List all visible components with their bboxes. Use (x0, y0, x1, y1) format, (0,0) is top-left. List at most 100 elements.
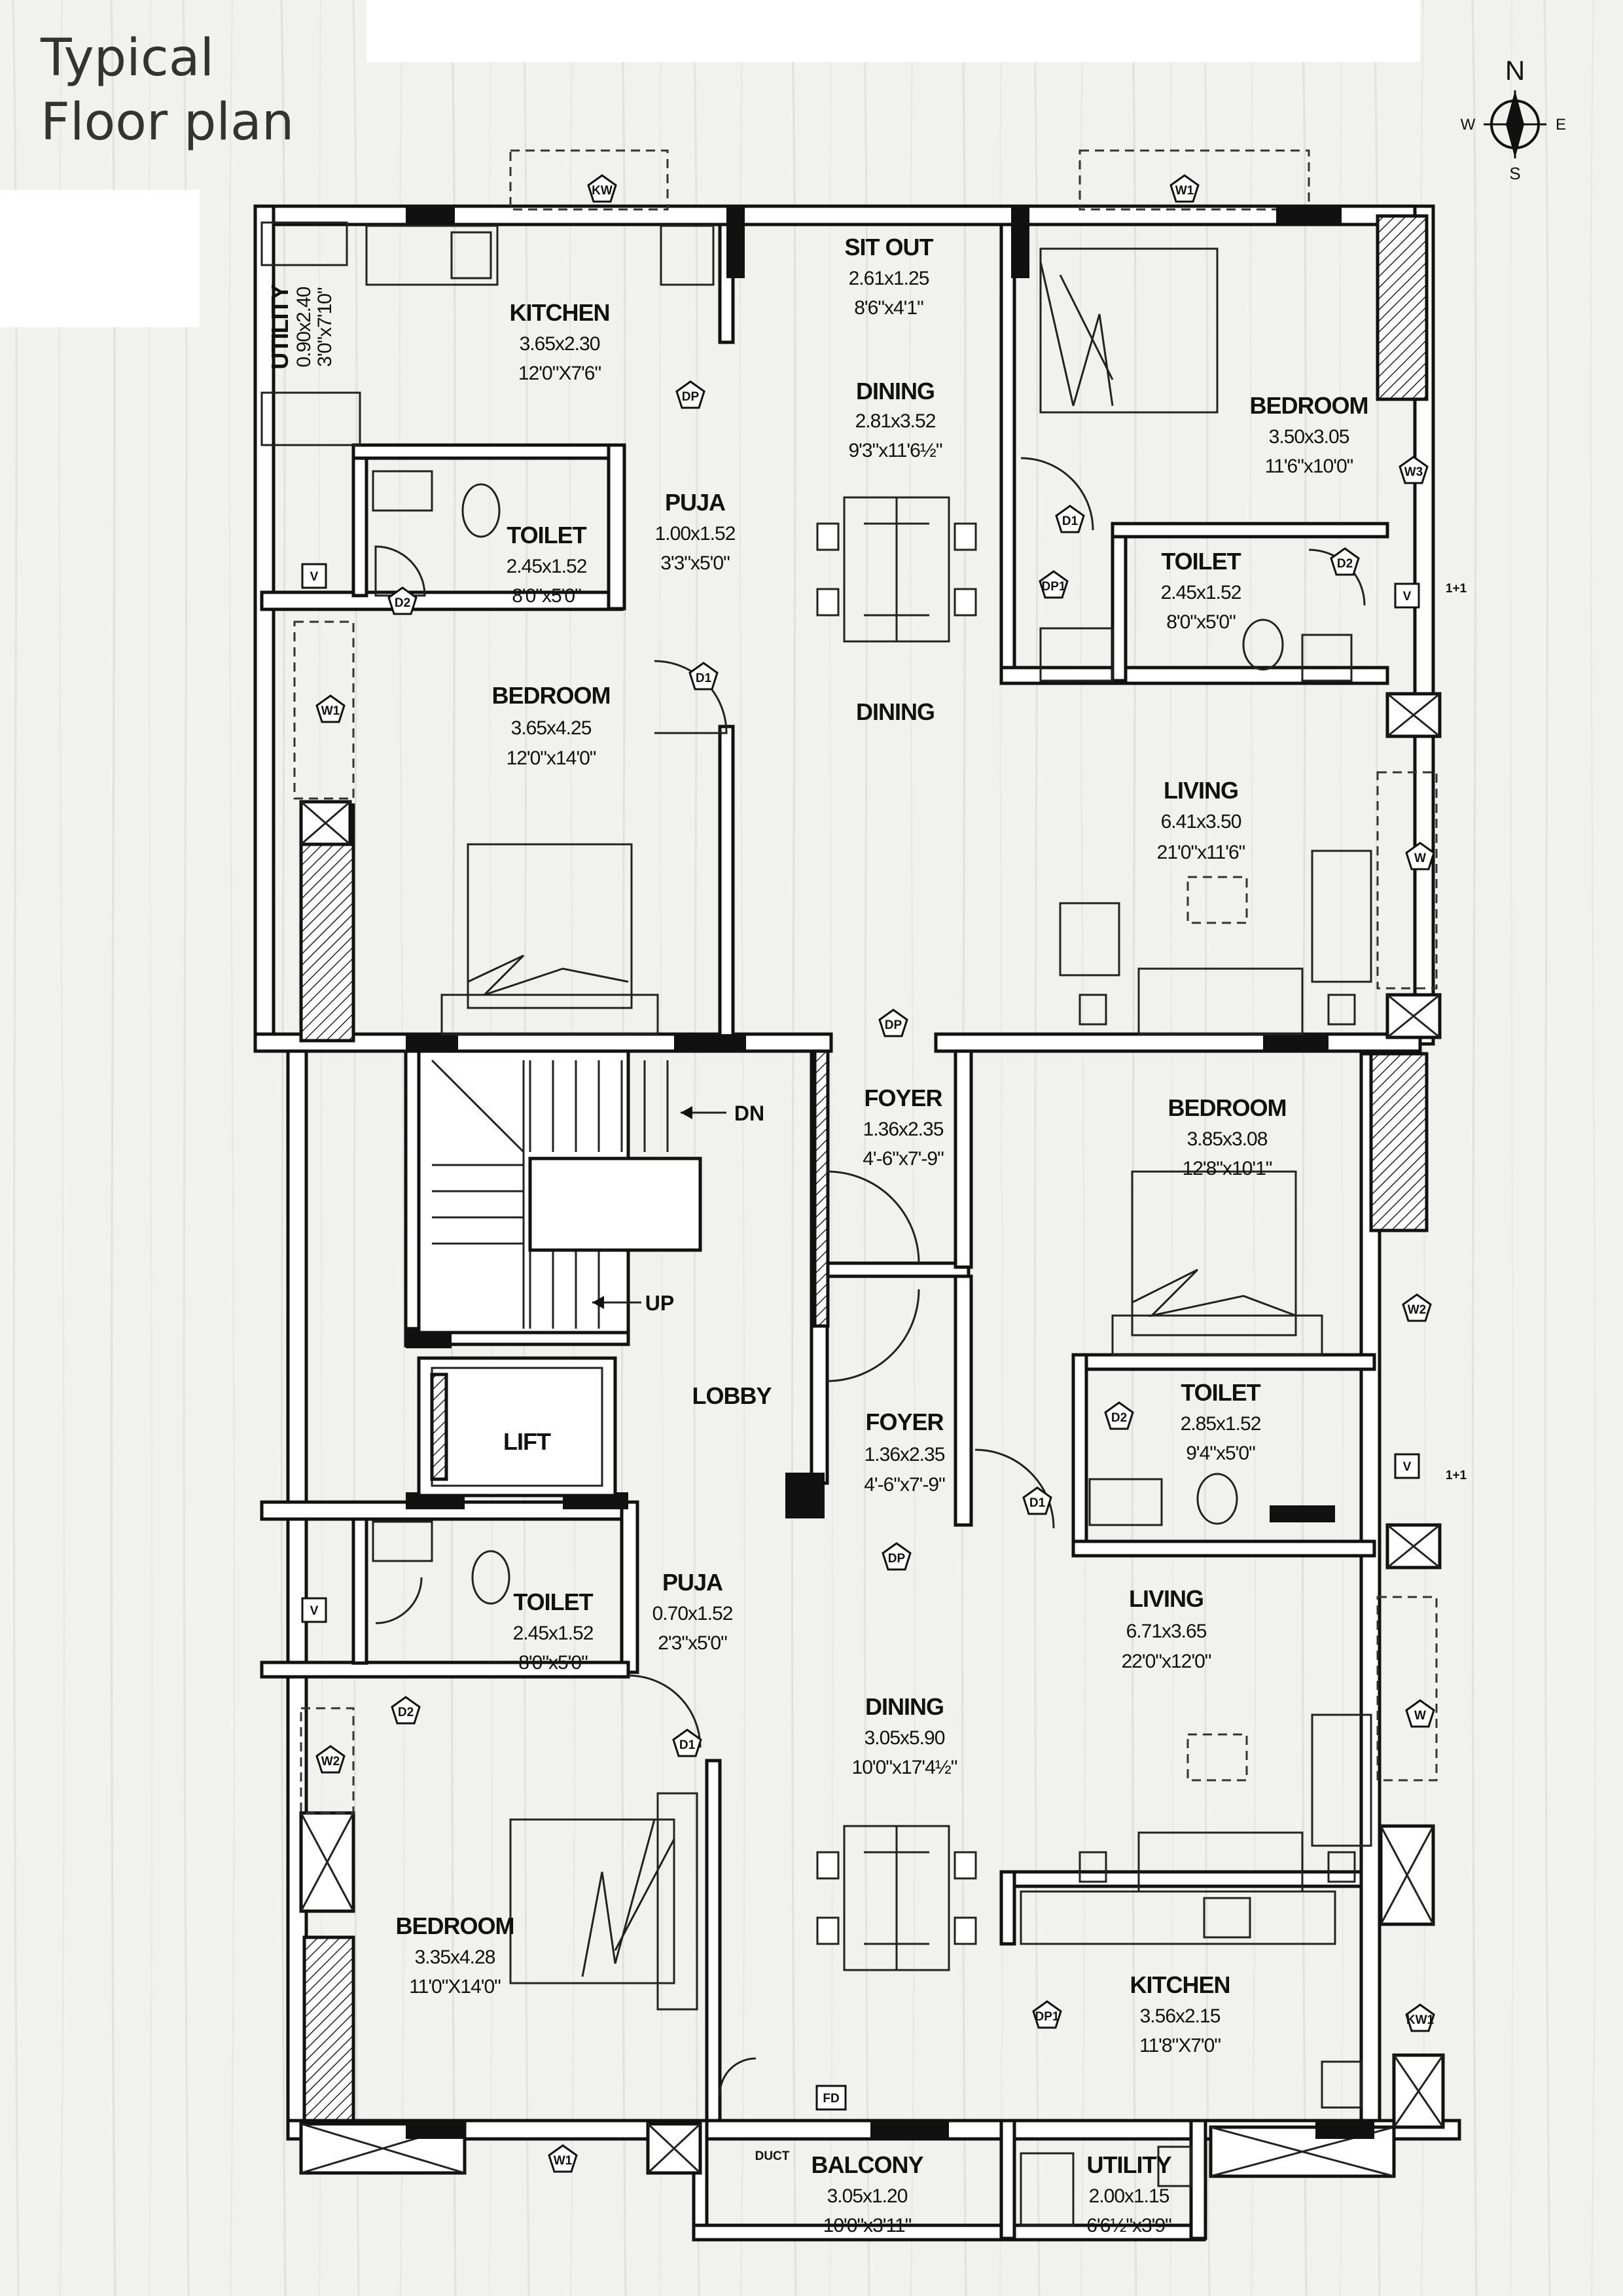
svg-text:9'3"x11'6½": 9'3"x11'6½" (849, 440, 942, 461)
svg-text:8'0"x5'0": 8'0"x5'0" (512, 585, 581, 607)
svg-text:W3: W3 (1404, 465, 1423, 479)
room-bedroom-top-left: BEDROOM 3.65x4.25 12'0"x14'0" (492, 682, 611, 769)
tag-dp-top: DP (675, 380, 705, 409)
svg-text:11'0"X14'0": 11'0"X14'0" (409, 1976, 501, 1998)
svg-text:D1: D1 (1029, 1496, 1046, 1510)
svg-text:3.50x3.05: 3.50x3.05 (1269, 426, 1349, 448)
tag-d2-bl: D2 (391, 1696, 421, 1725)
tag-v-tr: V (1394, 583, 1420, 609)
room-living-top: LIVING 6.41x3.50 21'0"x11'6" (1157, 777, 1246, 863)
svg-text:10'0"x17'4½": 10'0"x17'4½" (852, 1757, 957, 1778)
svg-text:1.00x1.52: 1.00x1.52 (655, 523, 736, 545)
living-furniture (1059, 850, 1372, 1893)
room-toilet-bottom-left: TOILET 2.45x1.52 8'0"x5'0" (513, 1588, 594, 1674)
svg-text:DP: DP (682, 390, 700, 404)
svg-text:W: W (1414, 852, 1426, 865)
compass-e: E (1556, 116, 1566, 134)
room-bedroom-mid-right: BEDROOM 3.85x3.08 12'8"x10'1" (1168, 1094, 1287, 1179)
tag-d2-tr: D2 (1330, 547, 1360, 576)
room-living-bottom: LIVING 6.71x3.65 22'0"x12'0" (1122, 1585, 1212, 1672)
svg-text:2.61x1.25: 2.61x1.25 (849, 268, 929, 289)
svg-text:D2: D2 (1337, 557, 1353, 571)
svg-text:3.65x2.30: 3.65x2.30 (520, 333, 600, 355)
tag-v-tl: V (301, 563, 327, 589)
svg-text:3'3"x5'0": 3'3"x5'0" (660, 552, 730, 574)
svg-text:DP1: DP1 (1035, 2010, 1060, 2024)
tag-d2-tl: D2 (387, 586, 418, 615)
room-utility-top: UTILITY 0.90x2.40 3'0"x7'10" (266, 285, 336, 370)
opening-tags: KW W1 DP W3 D1 D2 DP1 D2 D1 W1 W DP W2 D… (301, 174, 1467, 2173)
svg-text:V: V (1403, 590, 1412, 603)
tag-w1-top: W1 (1169, 174, 1200, 203)
svg-text:9'4"x5'0": 9'4"x5'0" (1186, 1443, 1255, 1464)
svg-text:BEDROOM: BEDROOM (1168, 1094, 1287, 1121)
svg-text:D1: D1 (679, 1738, 696, 1752)
svg-text:12'0"x14'0": 12'0"x14'0" (507, 747, 596, 769)
svg-text:2.45x1.52: 2.45x1.52 (1161, 582, 1241, 603)
svg-text:3.05x5.90: 3.05x5.90 (865, 1727, 945, 1749)
svg-text:DINING: DINING (856, 378, 935, 404)
compass-n: N (1505, 55, 1525, 86)
window-boxes (299, 692, 1445, 2178)
svg-text:W1: W1 (321, 704, 340, 718)
tag-w2-right: W2 (1402, 1293, 1432, 1322)
tag-w1-left: W1 (315, 694, 346, 723)
svg-text:0.90x2.40: 0.90x2.40 (293, 287, 315, 367)
stairs-up-label: UP (645, 1291, 674, 1315)
svg-text:FD: FD (823, 2092, 839, 2106)
tag-fd: FD (815, 2085, 847, 2111)
svg-text:W1: W1 (1175, 184, 1194, 198)
room-puja-top: PUJA 1.00x1.52 3'3"x5'0" (655, 489, 736, 574)
tag-w3: W3 (1399, 456, 1429, 484)
tag-dp-bot: DP (882, 1542, 912, 1571)
svg-text:BEDROOM: BEDROOM (492, 682, 611, 709)
room-balcony: BALCONY 3.05x1.20 10'0"x3'11" (812, 2151, 925, 2236)
page-heading: Typical Floor plan (41, 26, 294, 154)
label-1plus1-top: 1+1 (1446, 582, 1467, 596)
svg-text:6.71x3.65: 6.71x3.65 (1126, 1621, 1207, 1642)
room-toilet-mid-right: TOILET 2.85x1.52 9'4"x5'0" (1181, 1379, 1262, 1464)
compass-s: S (1509, 164, 1520, 183)
tag-d2-mr: D2 (1104, 1401, 1134, 1430)
svg-text:8'0"x5'0": 8'0"x5'0" (1166, 611, 1236, 633)
tag-d1-tl: D1 (688, 662, 719, 691)
dining-tables (816, 496, 977, 1971)
svg-text:DINING: DINING (865, 1693, 944, 1720)
room-toilet-top-right: TOILET 2.45x1.52 8'0"x5'0" (1161, 548, 1242, 633)
svg-text:TOILET: TOILET (513, 1588, 593, 1615)
tag-v-bl: V (301, 1597, 327, 1623)
svg-text:LIVING: LIVING (1129, 1585, 1204, 1612)
room-sitout: SIT OUT 2.61x1.25 8'6"x4'1" (845, 234, 935, 319)
svg-text:V: V (310, 570, 319, 584)
room-lobby: LOBBY (692, 1382, 773, 1409)
svg-text:V: V (310, 1604, 319, 1618)
compass-needle-icon (1506, 90, 1524, 158)
compass: N S W E (1461, 55, 1566, 183)
svg-text:8'0"x5'0": 8'0"x5'0" (518, 1652, 588, 1674)
svg-text:3.65x4.25: 3.65x4.25 (511, 717, 592, 739)
svg-text:DP1: DP1 (1042, 580, 1066, 594)
svg-text:6.41x3.50: 6.41x3.50 (1161, 811, 1241, 833)
tag-dp1-top: DP1 (1039, 570, 1069, 599)
room-foyer-top: FOYER 1.36x2.35 4'-6"x7'-9" (863, 1085, 944, 1170)
svg-text:D1: D1 (1062, 514, 1079, 528)
svg-text:12'0"X7'6": 12'0"X7'6" (518, 363, 601, 384)
room-labels: UTILITY 0.90x2.40 3'0"x7'10" KITCHEN 3.6… (266, 234, 1369, 2236)
tag-d1-tr: D1 (1055, 505, 1085, 533)
svg-text:PUJA: PUJA (662, 1569, 723, 1596)
room-toilet-top-left: TOILET 2.45x1.52 8'0"x5'0" (507, 522, 588, 607)
beds (440, 247, 1323, 2011)
svg-text:KW1: KW1 (1406, 2013, 1435, 2027)
svg-text:KW: KW (592, 184, 613, 198)
heading-line-1: Typical (41, 29, 215, 88)
svg-text:3.85x3.08: 3.85x3.08 (1187, 1128, 1268, 1150)
svg-text:W2: W2 (321, 1755, 340, 1768)
svg-text:TOILET: TOILET (1181, 1379, 1260, 1406)
label-1plus1-mid: 1+1 (1446, 1469, 1467, 1482)
svg-text:2.81x3.52: 2.81x3.52 (855, 410, 936, 432)
fixtures (260, 221, 1363, 2227)
tag-dp1-bot: DP1 (1032, 2000, 1062, 2029)
svg-text:D2: D2 (1111, 1411, 1127, 1425)
heading-line-2: Floor plan (41, 93, 294, 152)
